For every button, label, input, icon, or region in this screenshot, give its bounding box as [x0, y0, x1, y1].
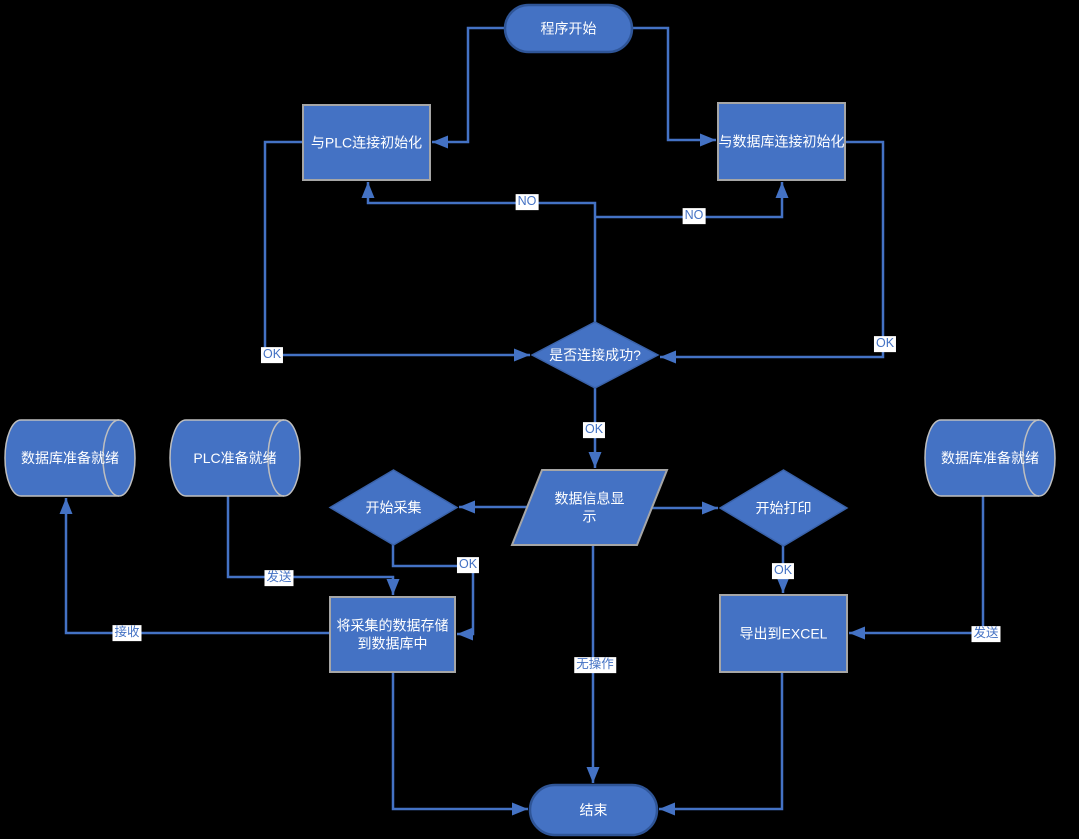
connector-label-connect-no-left: NO: [515, 194, 539, 210]
node-end: [528, 783, 659, 837]
db-ready-left-shape: [4, 419, 136, 497]
display-shape: [510, 469, 669, 546]
arrowhead-collect-ok: [457, 627, 473, 641]
connector-label-plc-ready-send: 发送: [264, 570, 294, 586]
arrowhead-plc-ready-send: [386, 579, 400, 595]
end-shape: [528, 783, 659, 837]
arrowhead-display-to-print: [702, 501, 718, 515]
arrowhead-plc-init-ok: [514, 348, 530, 362]
start-shape: [503, 3, 634, 54]
connector-label-db-right-send: 发送: [971, 626, 1001, 642]
arrowhead-start-to-db-init: [700, 133, 716, 147]
connector-plc-ready-send: [226, 496, 400, 595]
arrowhead-store-to-end: [512, 802, 528, 816]
connector-start-to-plc-init: [432, 26, 505, 149]
arrowhead-db-right-send: [849, 626, 865, 640]
arrowhead-export-to-end: [659, 802, 675, 816]
plc-ready-shape: [169, 419, 301, 497]
connector-db-right-send: [849, 496, 985, 640]
connector-label-connect-ok-down: OK: [582, 422, 606, 438]
arrowhead-print-ok: [776, 577, 790, 593]
node-connect-check: [530, 321, 660, 389]
connector-label-store-receive: 接收: [112, 625, 142, 641]
connector-connect-no-right: [595, 182, 789, 219]
arrowhead-store-receive: [59, 498, 73, 514]
db-ready-right-shape: [924, 419, 1056, 497]
connector-plc-init-ok: [263, 140, 530, 362]
node-plc-ready: [169, 419, 301, 497]
db-ready-left-cap-seam: [102, 419, 120, 497]
plc-init-shape: [302, 104, 431, 181]
arrowhead-connect-ok-down: [588, 452, 602, 468]
node-db-init: [717, 102, 846, 181]
connector-store-receive: [59, 498, 330, 635]
store-shape: [329, 596, 456, 673]
arrowhead-display-to-collect: [459, 500, 475, 514]
node-db-ready-right: [924, 419, 1056, 497]
connector-connect-no-left: [361, 182, 597, 322]
arrowhead-connect-no-right: [775, 182, 789, 198]
connector-db-init-ok: [660, 140, 885, 364]
connector-label-connect-no-right: NO: [682, 208, 706, 224]
node-db-ready-left: [4, 419, 136, 497]
arrowhead-connect-no-left: [361, 182, 375, 198]
node-collect: [328, 469, 459, 546]
node-plc-init: [302, 104, 431, 181]
connector-label-print-ok: OK: [771, 563, 795, 579]
connector-start-to-db-init: [632, 26, 716, 147]
node-start: [503, 3, 634, 54]
db-init-shape: [717, 102, 846, 181]
connector-display-to-collect: [459, 500, 528, 514]
node-print: [718, 469, 849, 547]
connector-display-to-print: [650, 501, 718, 515]
connector-label-db-init-ok: OK: [873, 336, 897, 352]
connect-check-shape: [530, 321, 660, 389]
collect-shape: [328, 469, 459, 546]
print-shape: [718, 469, 849, 547]
arrowhead-start-to-plc-init: [432, 135, 448, 149]
node-export: [719, 594, 848, 673]
arrowhead-display-no-op: [586, 767, 600, 783]
node-display: [510, 469, 669, 546]
arrowhead-db-init-ok: [660, 350, 676, 364]
connector-store-to-end: [391, 672, 528, 816]
db-ready-right-cap-seam: [1022, 419, 1040, 497]
connector-label-display-no-op: 无操作: [574, 657, 616, 673]
connector-label-collect-ok: OK: [456, 557, 480, 573]
connector-label-plc-init-ok: OK: [260, 347, 284, 363]
plc-ready-cap-seam: [267, 419, 285, 497]
connector-export-to-end: [659, 672, 784, 816]
node-store: [329, 596, 456, 673]
export-shape: [719, 594, 848, 673]
